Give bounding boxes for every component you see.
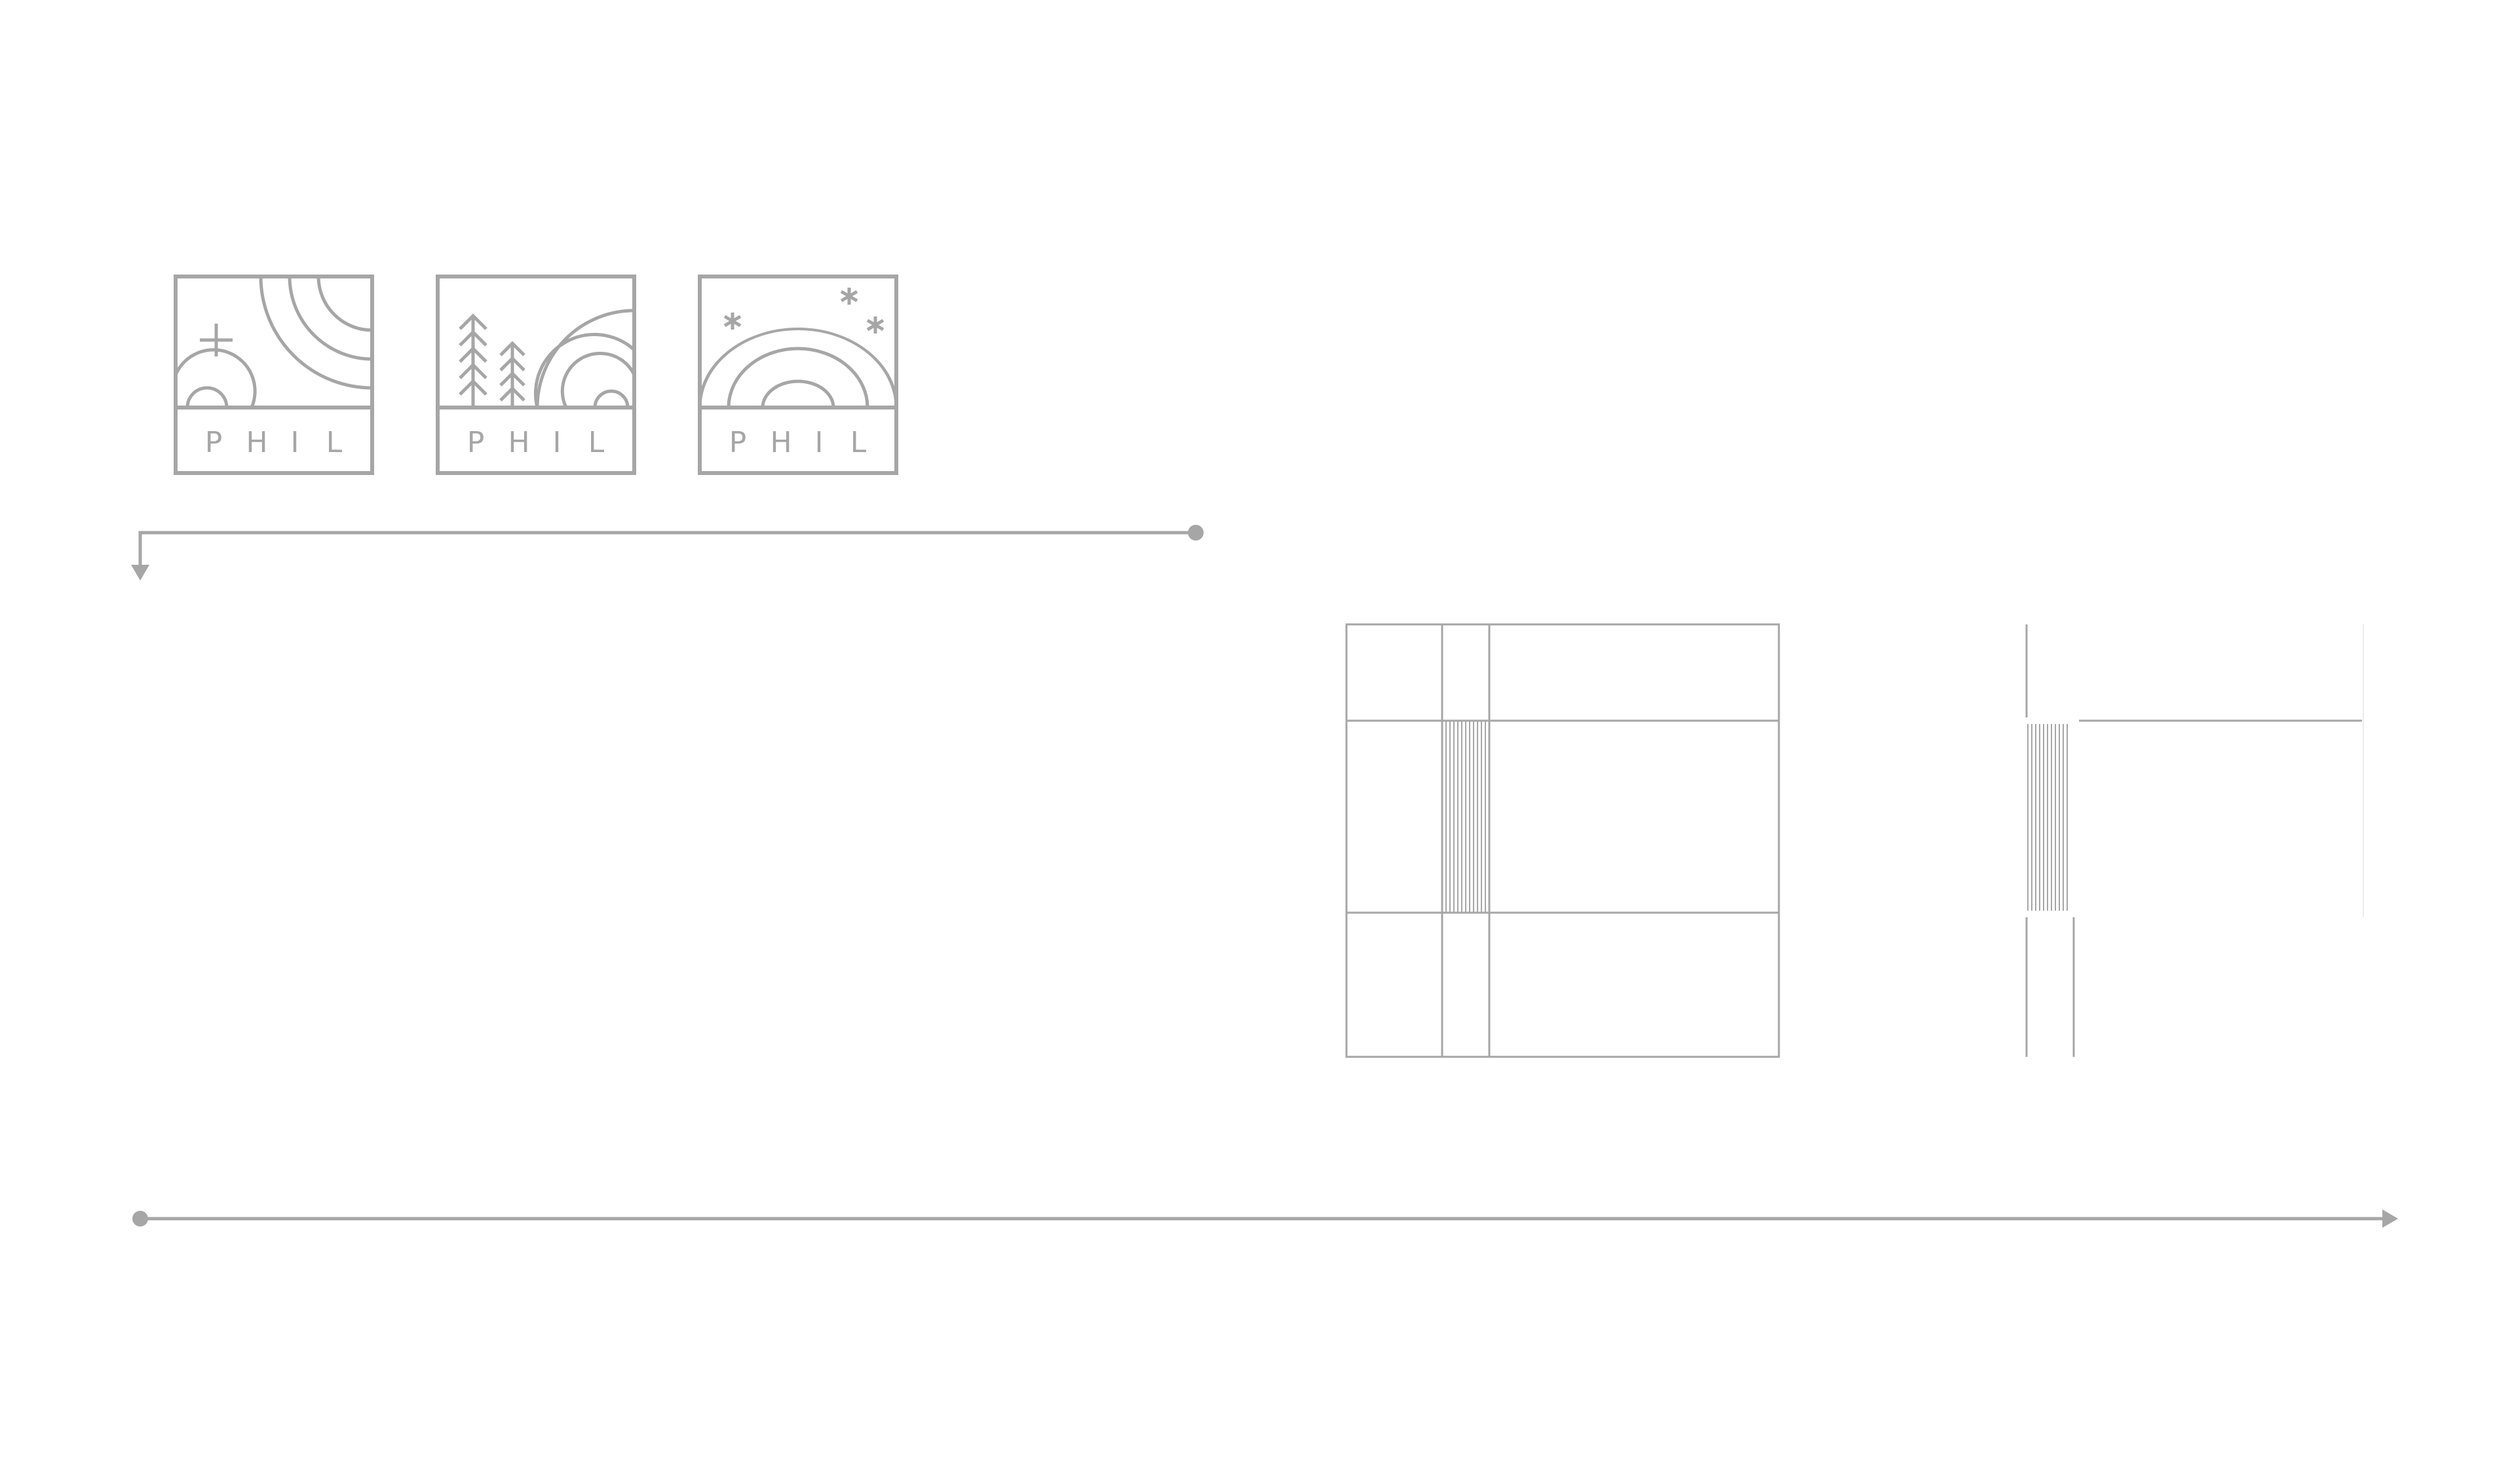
logo-letters: P H I L <box>205 426 343 459</box>
logo-letter: L <box>588 426 605 459</box>
grid-layout-fragment <box>2025 624 2364 1057</box>
logo-letter: P <box>467 426 485 459</box>
logo-letter: P <box>205 426 223 459</box>
logo-letter: I <box>553 426 562 459</box>
star-icon <box>723 313 742 330</box>
phil-logo-trees: P H I L <box>436 275 636 475</box>
phil-logo-sunrays: P H I L <box>174 275 374 475</box>
logo-letter: H <box>246 426 267 459</box>
arrow-head-right-icon <box>2382 1209 2398 1228</box>
hatched-column <box>2027 724 2068 911</box>
phil-logo-rainbow: P H I L <box>698 275 898 475</box>
sun-rays-icon <box>259 276 373 390</box>
grid-layout-full <box>1345 623 1780 1058</box>
logo-letters: P H I L <box>729 426 867 459</box>
star-icon <box>866 316 885 333</box>
connector-arrow-top <box>131 525 1204 580</box>
hatched-cell <box>1445 721 1486 913</box>
logo-letter: L <box>326 426 343 459</box>
hill-arcs-icon <box>174 348 257 408</box>
pine-tree-icon <box>499 341 525 408</box>
rings-icon <box>533 309 636 409</box>
logo-letter: I <box>291 426 299 459</box>
star-icon <box>840 288 858 305</box>
logo-letters: P H I L <box>467 426 605 459</box>
logo-letter: I <box>815 426 824 459</box>
arrow-head-down-icon <box>131 565 149 580</box>
logo-letter: P <box>729 426 747 459</box>
rainbow-icon <box>698 328 898 408</box>
logo-letter: H <box>770 426 791 459</box>
pine-tree-icon <box>459 313 487 408</box>
connector-arrow-bottom <box>132 1209 2398 1228</box>
logo-letter: H <box>508 426 529 459</box>
logo-letter: L <box>850 426 867 459</box>
